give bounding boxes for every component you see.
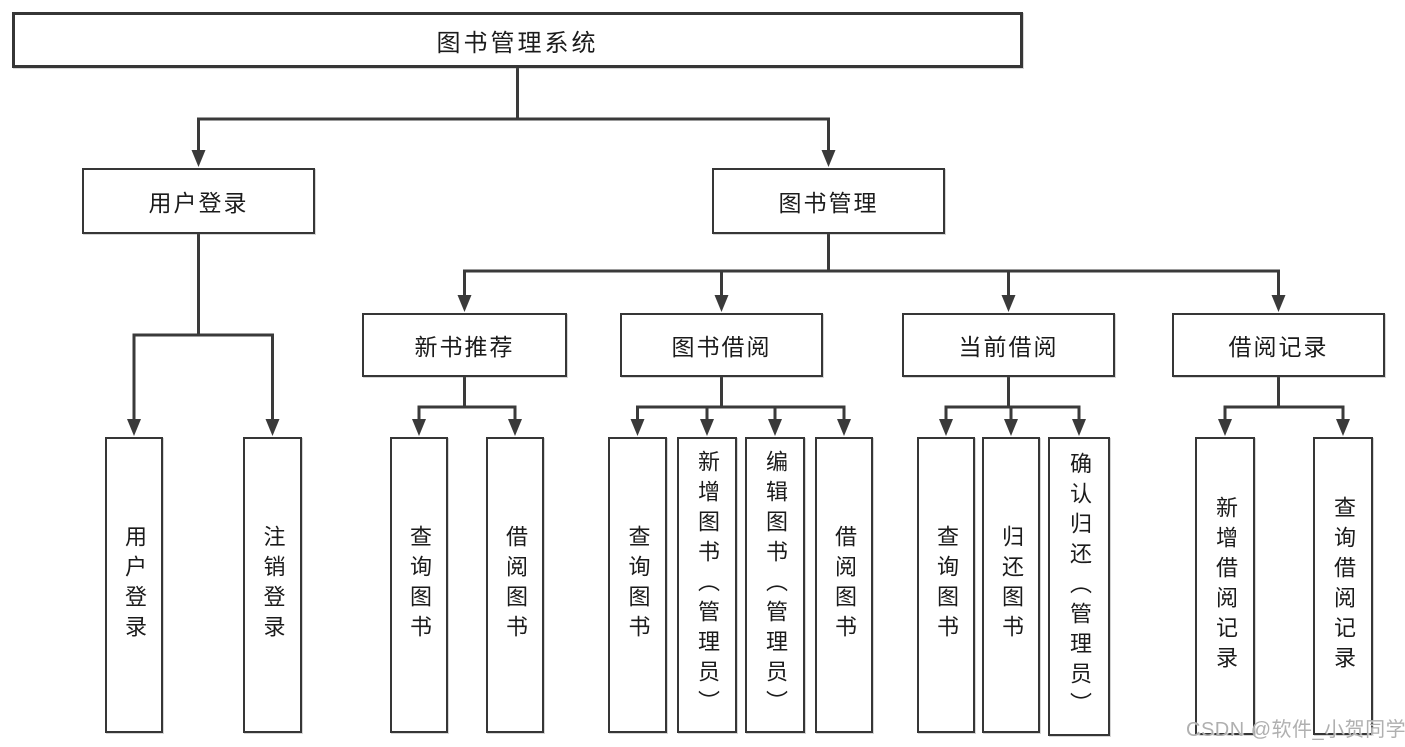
leaf-add-books-admin: 新增图书（管理员）	[677, 437, 737, 733]
node-current-borrowing-label: 当前借阅	[958, 334, 1059, 360]
leaf-query-books-current: 查询图书	[917, 437, 975, 733]
leaf-add-books-admin-label: 新增图书（管理员）	[695, 450, 720, 720]
leaf-query-books-recommend-label: 查询图书	[407, 525, 432, 645]
node-new-book-recommend: 新书推荐	[362, 313, 567, 377]
leaf-user-login-label: 用户登录	[122, 525, 147, 645]
leaf-borrow-books-recommend: 借阅图书	[486, 437, 544, 733]
leaf-query-books-current-label: 查询图书	[934, 525, 959, 645]
leaf-query-borrow-record-label: 查询借阅记录	[1331, 496, 1356, 676]
connector-user-login-to-leaves	[127, 232, 280, 436]
connector-book-borrowing-to-leaves	[630, 375, 851, 436]
node-current-borrowing: 当前借阅	[902, 313, 1115, 377]
leaf-query-books-recommend: 查询图书	[390, 437, 448, 733]
leaf-borrow-books-recommend-label: 借阅图书	[503, 525, 528, 645]
leaf-add-borrow-record-label: 新增借阅记录	[1213, 496, 1238, 676]
node-library-system-label: 图书管理系统	[436, 29, 599, 57]
leaf-logout: 注销登录	[243, 437, 302, 733]
leaf-query-books-borrowing: 查询图书	[608, 437, 667, 733]
node-new-book-recommend-label: 新书推荐	[414, 334, 515, 360]
leaf-confirm-return-admin: 确认归还（管理员）	[1048, 437, 1110, 736]
connector-borrowing-records-to-leaves	[1218, 375, 1350, 436]
leaf-add-borrow-record: 新增借阅记录	[1195, 437, 1255, 735]
leaf-logout-label: 注销登录	[260, 525, 286, 645]
csdn-watermark: CSDN @软件_小贺同学	[1186, 719, 1405, 741]
leaf-edit-books-admin: 编辑图书（管理员）	[745, 437, 805, 733]
leaf-borrow-books-borrowing-label: 借阅图书	[832, 525, 857, 645]
connector-current-borrowing-to-leaves	[939, 375, 1086, 436]
node-book-borrowing-label: 图书借阅	[671, 334, 772, 360]
leaf-edit-books-admin-label: 编辑图书（管理员）	[763, 450, 788, 720]
leaf-return-books-label: 归还图书	[999, 525, 1024, 645]
leaf-user-login: 用户登录	[105, 437, 163, 733]
node-book-borrowing: 图书借阅	[620, 313, 823, 377]
leaf-return-books: 归还图书	[982, 437, 1040, 733]
leaf-query-books-borrowing-label: 查询图书	[625, 525, 651, 645]
node-library-system: 图书管理系统	[12, 12, 1023, 68]
connector-new-book-recommend-to-leaves	[412, 375, 522, 436]
node-user-login-label: 用户登录	[148, 190, 249, 216]
leaf-borrow-books-borrowing: 借阅图书	[815, 437, 873, 733]
leaf-confirm-return-admin-label: 确认归还（管理员）	[1067, 451, 1092, 722]
node-book-management-label: 图书管理	[778, 190, 879, 216]
connector-book-management-to-level3	[457, 232, 1286, 312]
connector-root-to-level2	[191, 66, 836, 167]
node-borrowing-records-label: 借阅记录	[1228, 334, 1329, 360]
leaf-query-borrow-record: 查询借阅记录	[1313, 437, 1373, 735]
node-book-management: 图书管理	[712, 168, 945, 234]
node-borrowing-records: 借阅记录	[1172, 313, 1385, 377]
node-user-login: 用户登录	[82, 168, 315, 234]
